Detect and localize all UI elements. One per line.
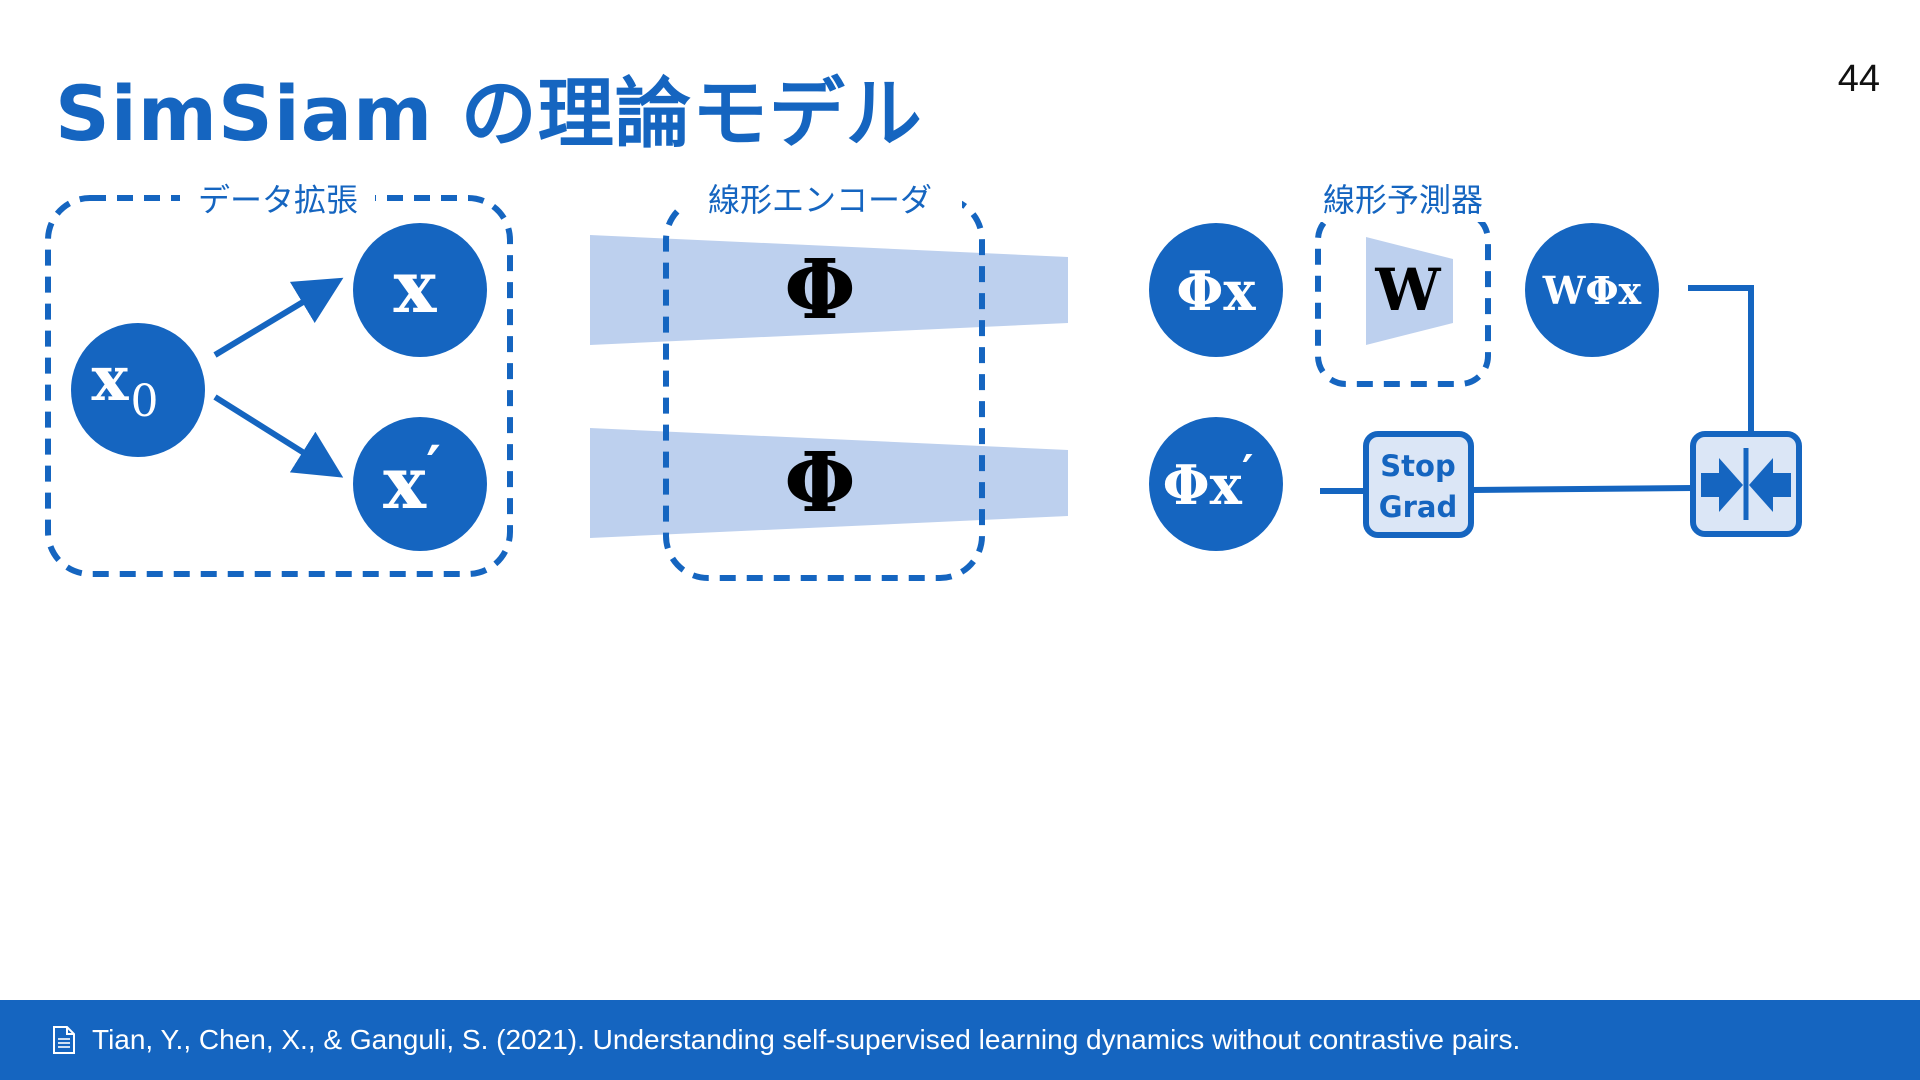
augmentation-group-label: データ拡張 bbox=[198, 181, 358, 219]
node-phi-x bbox=[1149, 223, 1283, 357]
stop-grad-line1: Stop bbox=[1380, 449, 1455, 483]
reference-footer: Tian, Y., Chen, X., & Ganguli, S. (2021)… bbox=[0, 1000, 1920, 1080]
citation-text: Tian, Y., Chen, X., & Ganguli, S. (2021)… bbox=[92, 1024, 1521, 1055]
svg-text:x′: x′ bbox=[383, 434, 441, 525]
document-icon bbox=[53, 1026, 75, 1054]
stop-grad-line2: Grad bbox=[1379, 490, 1457, 524]
encoder-phi-bottom: Φ bbox=[784, 435, 855, 531]
predictor-group-label: 線形予測器 bbox=[1323, 181, 1483, 219]
node-x bbox=[353, 223, 487, 357]
node-phi-x-prime-label: Φx bbox=[1163, 453, 1243, 517]
predictor-trapezoid bbox=[1366, 237, 1453, 345]
encoder-trapezoid-bottom bbox=[590, 428, 1068, 538]
simsiam-diagram: データ拡張 x0 x x′ 線形エンコーダ Φ Φ Φx Φx′ 線形予測器 W… bbox=[45, 181, 1802, 581]
encoder-trapezoid-top bbox=[590, 235, 1068, 345]
node-x-label: x bbox=[394, 244, 438, 329]
node-w-phi-x-label: WΦx bbox=[1542, 268, 1642, 313]
converging-arrows-icon bbox=[1690, 431, 1802, 537]
node-x-prime-mark: ′ bbox=[426, 434, 441, 500]
encoder-phi-top: Φ bbox=[784, 242, 855, 338]
arrow-to-x bbox=[213, 277, 344, 358]
svg-text:Φx′: Φx′ bbox=[1163, 446, 1254, 517]
connector-target-right bbox=[1471, 485, 1694, 493]
node-x0 bbox=[71, 323, 205, 457]
encoder-group-label: 線形エンコーダ bbox=[708, 181, 932, 219]
node-x0-subscript: 0 bbox=[130, 376, 158, 427]
connector-prediction bbox=[1688, 285, 1754, 432]
arrow-to-x-prime bbox=[213, 394, 344, 478]
node-x-prime-label: x bbox=[383, 440, 427, 525]
node-x-prime bbox=[353, 417, 487, 551]
node-phi-x-prime bbox=[1149, 417, 1283, 551]
node-phi-x-prime-mark: ′ bbox=[1242, 446, 1254, 497]
node-phi-x-label: Φx bbox=[1176, 259, 1256, 323]
predictor-w: W bbox=[1374, 256, 1441, 324]
page-number: 44 bbox=[1837, 58, 1880, 100]
svg-text:x0: x0 bbox=[92, 342, 159, 427]
node-x0-label: x bbox=[92, 342, 130, 415]
stop-grad-box: Stop Grad bbox=[1363, 431, 1474, 538]
slide-title: SimSiam の理論モデル bbox=[55, 69, 923, 158]
node-w-phi-x bbox=[1525, 223, 1659, 357]
